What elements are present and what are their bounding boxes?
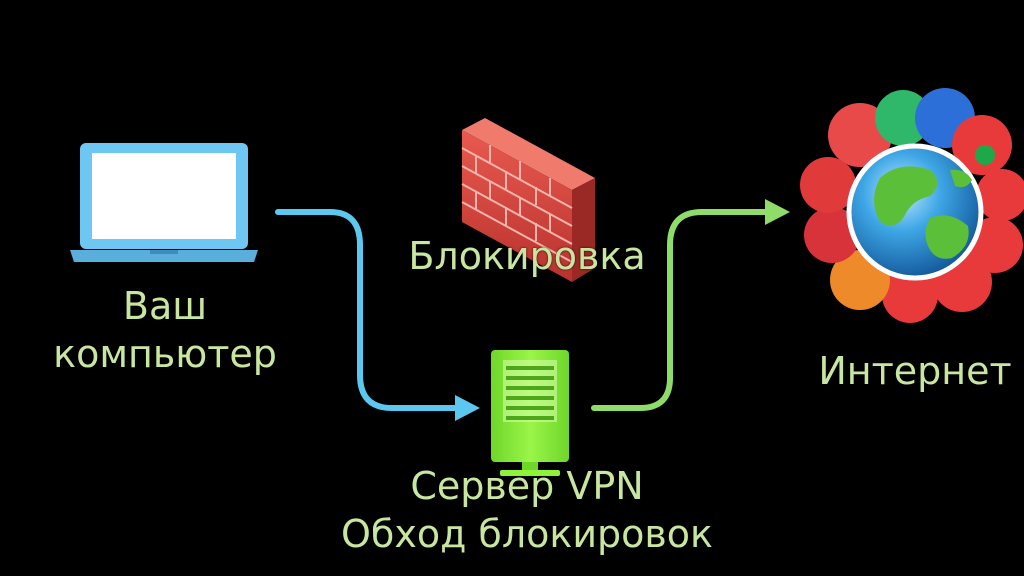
arrow-computer-to-vpn xyxy=(275,209,480,421)
vpn-server-label: Сервер VPN Обход блокировок xyxy=(330,462,724,558)
vpn-label-line1: Сервер VPN xyxy=(410,464,644,508)
server-icon xyxy=(491,350,569,476)
laptop-icon xyxy=(70,143,258,262)
computer-label-line1: Ваш xyxy=(122,284,208,328)
computer-label-line2: компьютер xyxy=(53,332,277,376)
arrow-vpn-to-internet xyxy=(591,199,790,411)
blocking-label: Блокировка xyxy=(408,234,646,278)
brick-firewall-icon xyxy=(461,118,595,282)
internet-label: Интернет xyxy=(818,349,1012,393)
computer-label: Ваш компьютер xyxy=(40,282,290,378)
globe-icon xyxy=(800,88,1024,323)
vpn-label-line2: Обход блокировок xyxy=(340,512,714,556)
